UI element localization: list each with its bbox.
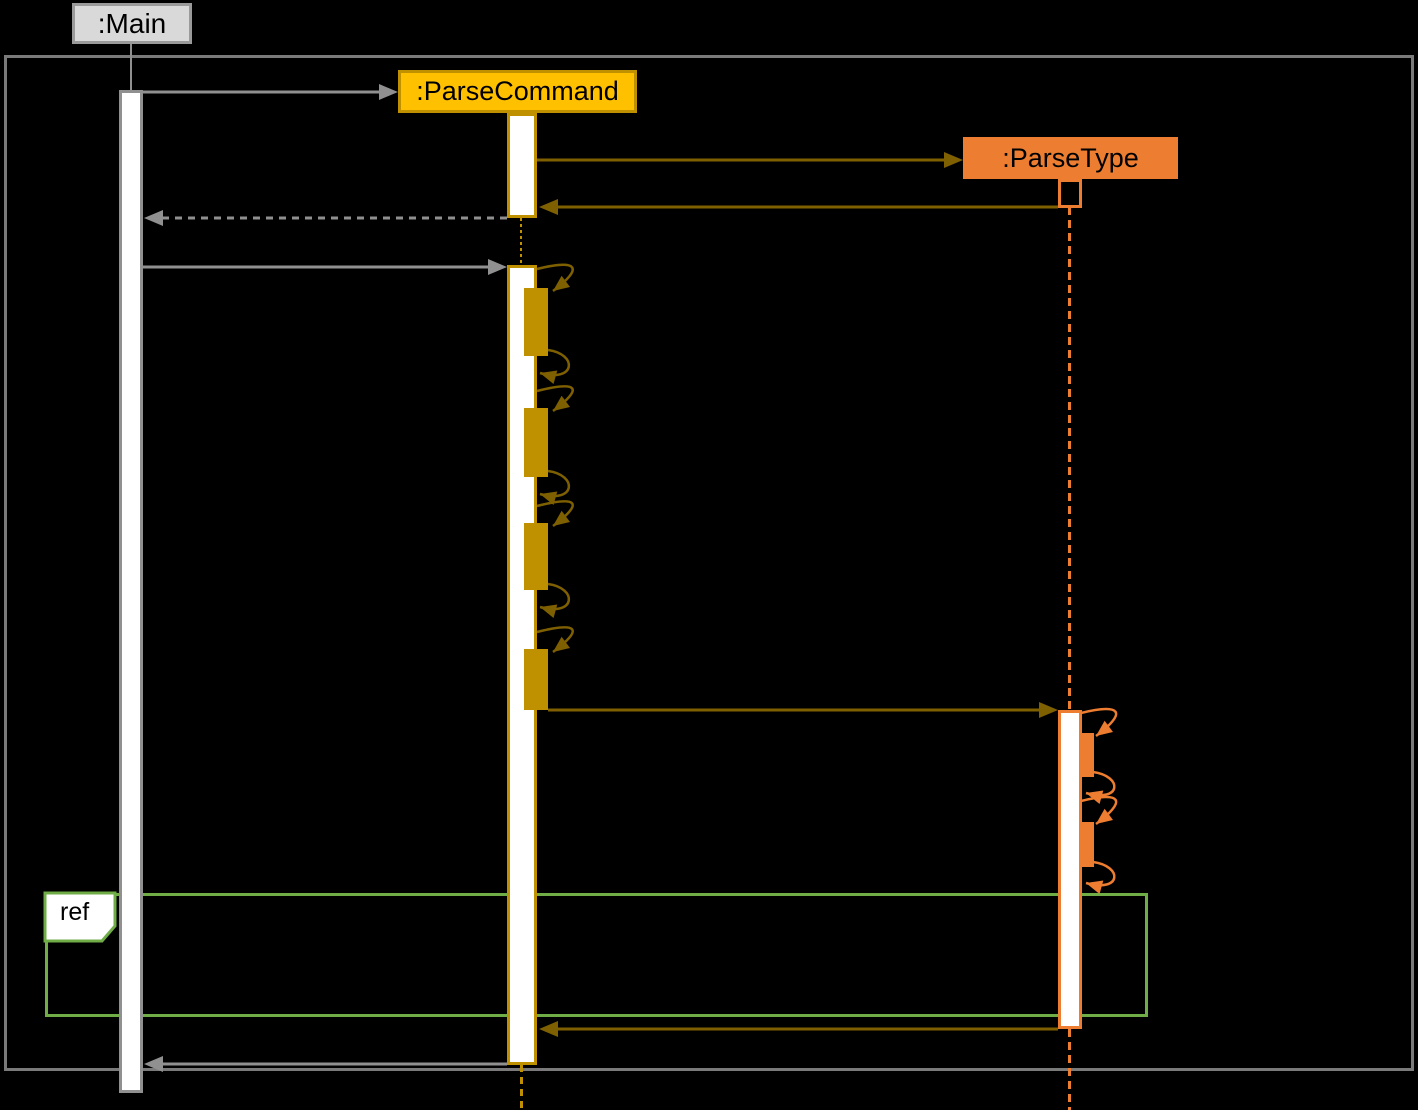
ref-fragment-box [45, 893, 1148, 1017]
interaction-frame [4, 55, 1414, 1071]
parse-command-activation-bar-1 [507, 113, 537, 218]
main-activation-bar [119, 90, 143, 1093]
participant-box-main: :Main [72, 3, 192, 44]
ref-pentagon-shape [43, 891, 117, 943]
parse-type-lifeline-mid [1068, 207, 1071, 710]
participant-box-parse-type: :ParseType [963, 137, 1178, 179]
parse-type-lifeline-bottom [1068, 1029, 1071, 1110]
parse-command-self-call-bar-3 [524, 523, 548, 590]
parse-command-self-call-bar-1 [524, 288, 548, 356]
main-lifeline [130, 44, 132, 90]
parse-type-self-call-bar-1 [1080, 733, 1094, 777]
parse-type-activation-bar [1058, 710, 1082, 1029]
ref-fragment-label-pentagon [43, 891, 117, 943]
participant-label-parse-command: :ParseCommand [416, 76, 619, 106]
participant-label-parse-type: :ParseType [1002, 142, 1139, 173]
parse-command-self-call-bar-2 [524, 408, 548, 477]
parse-command-lifeline-bottom [520, 1065, 523, 1110]
parse-command-lifeline-gap [520, 218, 522, 265]
parse-type-self-call-bar-2 [1080, 822, 1094, 867]
parse-type-spawn-activation-bar [1058, 179, 1082, 208]
ref-fragment-label: ref [60, 898, 90, 926]
parse-command-self-call-bar-4 [524, 649, 548, 710]
participant-box-parse-command: :ParseCommand [398, 70, 637, 113]
participant-label-main: :Main [97, 7, 167, 39]
